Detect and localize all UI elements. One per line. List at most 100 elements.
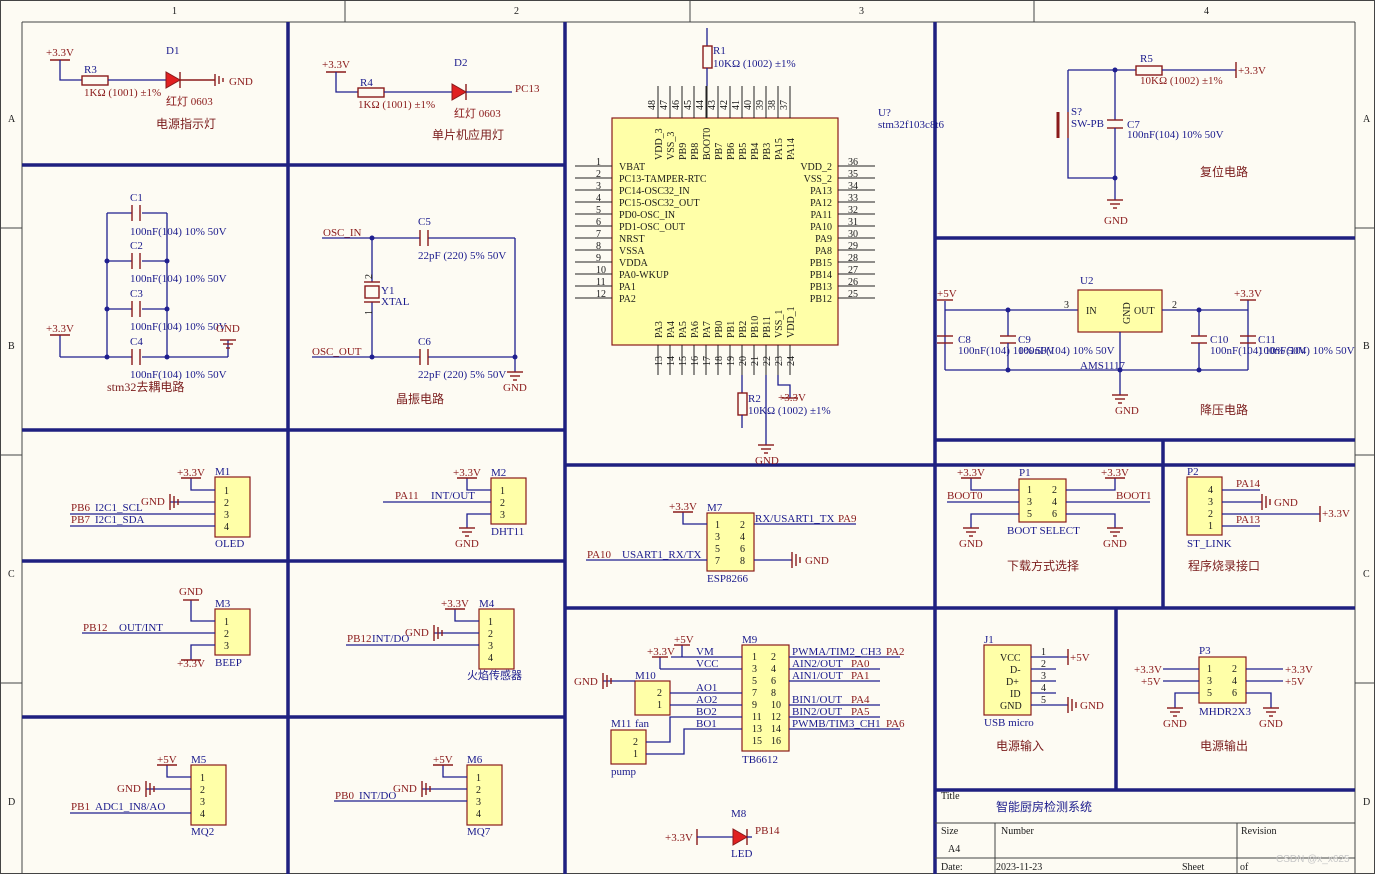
svg-text:3: 3 — [488, 641, 493, 652]
mcu-pin-name: PA0-WKUP — [619, 270, 669, 281]
mq7-module: 1 2 3 4 M6 MQ7 +5V GND PB0 INT/DO — [334, 754, 503, 838]
svg-text:D-: D- — [1010, 665, 1021, 676]
svg-text:1: 1 — [633, 749, 638, 760]
caption-boot: 下载方式选择 — [1007, 558, 1079, 573]
mcu-pin-number: 2 — [596, 169, 601, 180]
beep-module: 1 2 3 M3 BEEP GND PB12 OUT/INT +3.3V — [82, 586, 251, 670]
mcu-pin-name: PB11 — [762, 316, 773, 338]
d2-ref: D2 — [454, 57, 467, 69]
d2-value: 红灯 0603 — [454, 107, 501, 120]
svg-text:M5: M5 — [191, 754, 207, 766]
svg-text:GND: GND — [117, 783, 141, 795]
driver-pin-number: 15 — [752, 736, 762, 747]
u2-part: AMS1117 — [1080, 360, 1126, 372]
svg-text:+3.3V: +3.3V — [647, 646, 675, 658]
mcu-pin-name: PB3 — [762, 143, 773, 160]
svg-text:BOOT0: BOOT0 — [947, 490, 983, 502]
svg-text:BO2: BO2 — [696, 706, 717, 718]
svg-text:1: 1 — [224, 617, 229, 628]
svg-text:1: 1 — [500, 486, 505, 497]
mcu-pin-number: 27 — [848, 265, 858, 276]
vin-label: +5V — [937, 288, 957, 300]
svg-text:6: 6 — [1232, 688, 1237, 699]
mcu-pin-number: 17 — [702, 356, 713, 366]
svg-text:PA13: PA13 — [1236, 514, 1261, 526]
svg-text:M7: M7 — [707, 502, 723, 514]
size-value: A4 — [948, 844, 960, 855]
sheet-label: Sheet — [1182, 862, 1204, 873]
mcu-pin-name: VSS_1 — [774, 310, 785, 338]
svg-text:4: 4 — [1041, 683, 1046, 694]
svg-text:PA9: PA9 — [838, 513, 857, 525]
mcu-pin-name: PA4 — [666, 321, 677, 338]
svg-text:PB14: PB14 — [755, 825, 780, 837]
mcu-pin-name: PB0 — [714, 321, 725, 338]
svg-text:GND: GND — [455, 538, 479, 550]
mcu-pin-number: 41 — [731, 100, 742, 110]
driver-pin-number: 16 — [771, 736, 781, 747]
driver-pin-number: 4 — [771, 664, 776, 675]
ams1117-chip — [1077, 289, 1163, 333]
svg-text:2: 2 — [1041, 659, 1046, 670]
svg-text:D+: D+ — [1006, 677, 1019, 688]
svg-text:1: 1 — [1208, 521, 1213, 532]
c6-value: 22pF (220) 5% 50V — [418, 369, 506, 381]
mcu-pin-name: PA3 — [654, 321, 665, 338]
mcu-pin-number: 43 — [707, 100, 718, 110]
svg-text:ID: ID — [1010, 689, 1021, 700]
svg-text:2: 2 — [224, 498, 229, 509]
svg-text:+3.3V: +3.3V — [665, 832, 693, 844]
net-osc-out: OSC_OUT — [312, 346, 362, 358]
svg-text:PA0: PA0 — [851, 658, 870, 670]
svg-text:8: 8 — [740, 556, 745, 567]
mcu-pin-name: PB7 — [714, 143, 725, 160]
mcu-pin-name: PC14-OSC32_IN — [619, 186, 690, 197]
gnd-label: GND — [1115, 405, 1139, 417]
resistor-r3 — [81, 75, 109, 86]
svg-text:PB12: PB12 — [83, 622, 107, 634]
m11-connector — [610, 729, 647, 765]
mcu-pin-number: 34 — [848, 181, 858, 192]
caption-regulator: 降压电路 — [1200, 402, 1248, 417]
vout-label: +3.3V — [1234, 288, 1262, 300]
mcu-pin-number: 10 — [596, 265, 606, 276]
mcu-pin-name: PA8 — [815, 246, 832, 257]
svg-text:GND: GND — [405, 627, 429, 639]
svg-text:MQ7: MQ7 — [467, 826, 491, 838]
oled-ref: M1 — [215, 466, 230, 478]
svg-text:PB7: PB7 — [71, 514, 90, 526]
driver-pin-number: 8 — [771, 688, 776, 699]
svg-text:1: 1 — [224, 486, 229, 497]
svg-text:2: 2 — [1208, 509, 1213, 520]
driver-pin-number: 2 — [771, 652, 776, 663]
mcu-pin-number: 20 — [738, 356, 749, 366]
caption-crystal: 晶振电路 — [396, 391, 444, 406]
caption-stlink: 程序烧录接口 — [1188, 558, 1260, 573]
title-block: Title 智能厨房检测系统 Size A4 Number Revision D… — [935, 791, 1355, 874]
mcu-pin-name: VDDA — [619, 258, 649, 269]
svg-text:2: 2 — [488, 629, 493, 640]
mq2-module: 1 2 3 4 M5 MQ2 +5V GND PB1 ADC1_IN8/AO — [70, 754, 227, 838]
driver-pin-number: 9 — [752, 700, 757, 711]
r5-value: 10KΩ (1002) ±1% — [1140, 75, 1223, 87]
r4-value: 1KΩ (1001) ±1% — [358, 99, 435, 111]
gnd-label: GND — [216, 323, 240, 335]
svg-text:INT/OUT: INT/OUT — [431, 490, 475, 502]
led-m8: M8 LED +3.3V PB14 — [665, 808, 780, 860]
svg-text:GND: GND — [959, 538, 983, 550]
mcu-pin-name: PD0-OSC_IN — [619, 210, 675, 221]
mcu-pin-name: VDD_3 — [654, 128, 665, 160]
svg-text:2: 2 — [200, 785, 205, 796]
svg-text:4: 4 — [1232, 676, 1237, 687]
svg-text:+5V: +5V — [157, 754, 177, 766]
regulator-circuit: +5V +3.3V U2 IN GND OUT 3 2 AMS1117 C8 1… — [937, 275, 1355, 417]
mcu-pin-number: 18 — [714, 356, 725, 366]
svg-text:GND: GND — [1163, 718, 1187, 730]
caption-power-output: 电源输出 — [1200, 738, 1248, 753]
mcu-pin-name: PB1 — [726, 321, 737, 338]
svg-text:I2C1_SDA: I2C1_SDA — [95, 514, 145, 526]
mcu-pin-number: 5 — [596, 205, 601, 216]
mcu-pin-name: VDD_2 — [800, 162, 832, 173]
date-label: Date: — [941, 862, 963, 873]
